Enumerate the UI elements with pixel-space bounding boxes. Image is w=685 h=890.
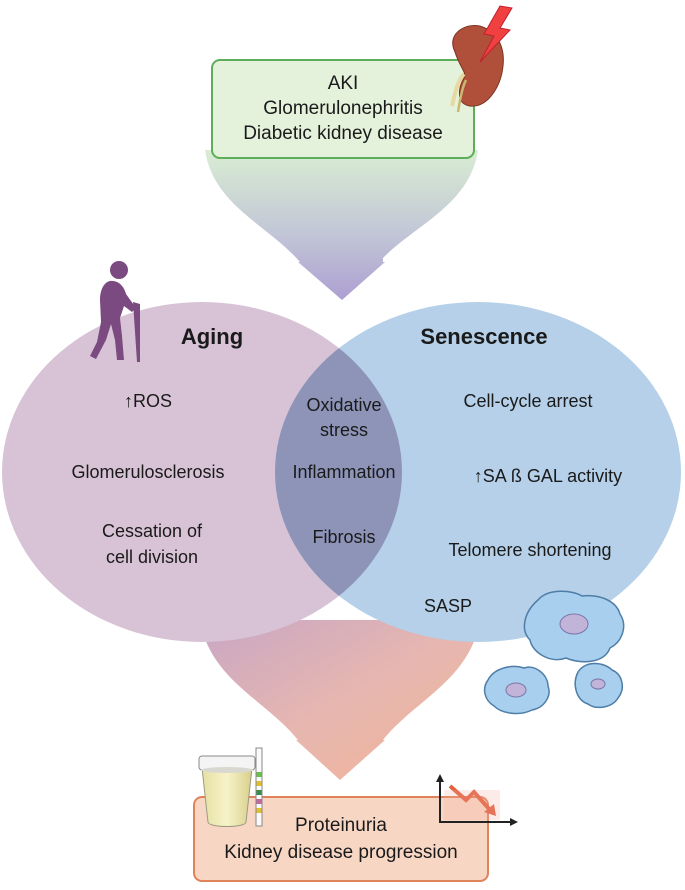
top-funnel-arrow [205,150,478,300]
senescent-cell-icon [483,590,625,715]
top-box-line-1: AKI [328,73,359,94]
aging-item-glomerulosclerosis: Glomerulosclerosis [71,462,224,482]
bottom-box-line-1: Proteinuria [295,815,387,836]
top-box-line-2: Glomerulonephritis [263,98,422,119]
senescence-item-sasp: SASP [424,596,472,616]
overlap-item-inflammation: Inflammation [292,462,395,482]
dipstick-icon [255,747,263,827]
top-box [211,59,475,159]
senescence-circle [275,302,681,642]
declining-graph-icon [436,774,518,826]
elderly-person-icon [90,261,140,362]
aging-item-cessation-line-2: cell division [106,547,198,567]
senescence-item-sa-gal: ↑SA ß GAL activity [474,466,622,486]
bottom-box-line-2: Kidney disease progression [224,842,457,863]
overlap-item-stress: stress [320,420,368,440]
aging-item-cessation-line-1: Cessation of [102,521,203,541]
senescence-title: Senescence [420,324,547,349]
top-box-line-3: Diabetic kidney disease [243,123,443,144]
senescence-item-cell-cycle: Cell-cycle arrest [463,391,592,411]
aging-circle [2,302,402,642]
overlap-item-oxidative: Oxidative [306,395,381,415]
bottom-funnel-arrow [200,620,480,780]
urine-cup-icon [198,755,256,827]
lightning-icon [479,5,513,63]
senescence-item-telomere: Telomere shortening [448,540,611,560]
bottom-box [193,796,489,882]
aging-item-ros: ↑ROS [124,391,172,411]
aging-title: Aging [181,324,243,349]
overlap-item-fibrosis: Fibrosis [312,527,375,547]
